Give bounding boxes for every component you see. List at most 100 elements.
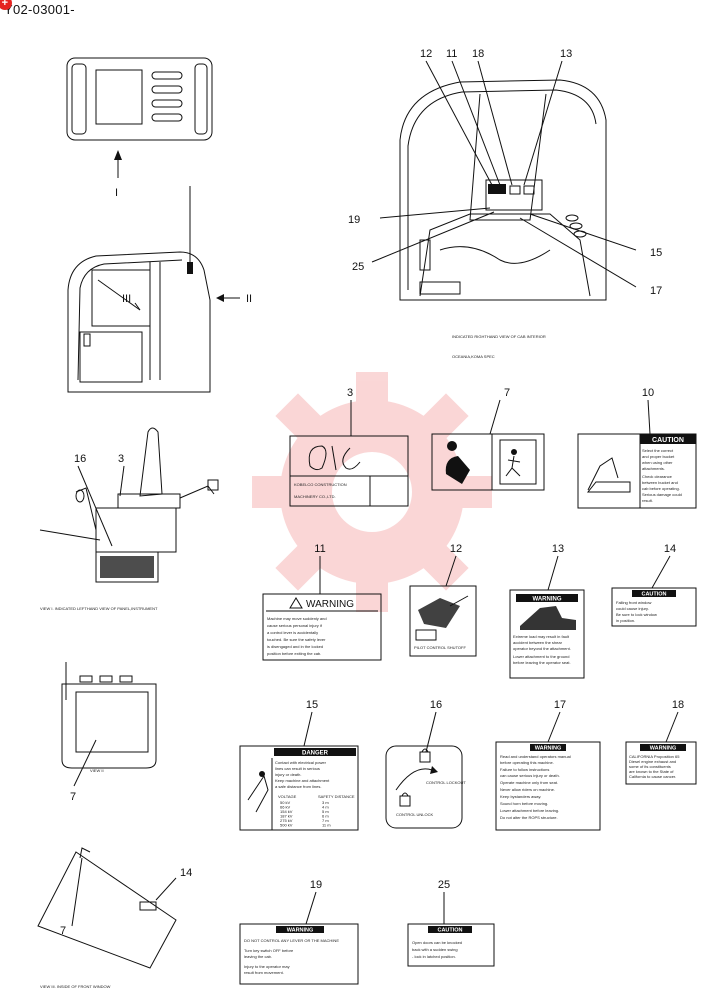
drawing-code: +Y02-03001- [0,0,75,17]
svg-text:19: 19 [310,879,322,891]
svg-text:back with a sudden swing: back with a sudden swing [412,947,458,952]
svg-text:16: 16 [430,699,442,711]
svg-text:injury or death.: injury or death. [275,772,301,777]
svg-text:Lower attachment before leavin: Lower attachment before leaving. [500,808,559,813]
svg-text:7: 7 [504,387,510,399]
svg-text:KOBELCO CONSTRUCTION: KOBELCO CONSTRUCTION [294,482,347,487]
svg-text:III: III [122,293,131,305]
label-13-warning: 13 WARNING Extreme load may result in fa… [509,543,585,679]
svg-text:DANGER: DANGER [302,751,329,757]
svg-text:Lower attachment to the ground: Lower attachment to the ground [513,654,569,659]
badge-icon: + [0,0,12,10]
distance-cell: 5 m [322,809,329,814]
label-12-pilot-shutoff: 12 PILOT CONTROL SHUTOFF [409,543,477,657]
label-16-control-lockout: 16 CONTROL LOCKOUT CONTROL UNLOCK [385,699,466,829]
svg-text:7: 7 [70,791,76,803]
svg-text:25: 25 [438,879,450,891]
svg-text:touched. Be sure the safety le: touched. Be sure the safety lever [267,637,326,642]
svg-text:Turn key switch OFF before: Turn key switch OFF before [244,948,294,953]
svg-text:a safe distance from lines.: a safe distance from lines. [275,784,321,789]
view-ii-window: 7 VIEW II [61,662,157,803]
watermark-gear-icon [252,372,492,612]
label-11-warning: 11 WARNING Machine may move suddenly and… [262,543,382,661]
svg-text:Contact with electrical power: Contact with electrical power [275,760,327,765]
svg-text:7: 7 [60,925,66,937]
view-i-seat-panel: 16 3 VIEW I. INDICATED LEFTHAND VIEW OF … [39,427,219,611]
svg-text:CALIFORNIA Proposition 65: CALIFORNIA Proposition 65 [629,754,680,759]
svg-text:Open doors can be knocked: Open doors can be knocked [412,940,462,945]
svg-text:18: 18 [472,48,484,60]
cab-side-view: III II [67,186,252,393]
svg-text:result from movement.: result from movement. [244,970,284,975]
label-18-warning: 18 WARNING CALIFORNIA Proposition 65 Die… [625,699,697,785]
svg-text:WARNING: WARNING [535,746,562,752]
svg-text:CAUTION: CAUTION [437,928,462,934]
svg-text:Extreme load may result in fau: Extreme load may result in fault [513,634,570,639]
svg-text:CONTROL LOCKOUT: CONTROL LOCKOUT [426,780,466,785]
svg-text:3: 3 [347,387,353,399]
svg-text:- lock in latched position.: - lock in latched position. [412,954,456,959]
svg-text:VIEW I. INDICATED LEFTHAND VIE: VIEW I. INDICATED LEFTHAND VIEW OF PANEL… [40,606,158,611]
svg-text:can cause serious injury or de: can cause serious injury or death. [500,773,560,778]
svg-text:some of its constituents: some of its constituents [629,764,671,769]
svg-text:Failure to follow instructions: Failure to follow instructions [500,767,549,772]
label-19-warning: 19 WARNING DO NOT CONTROL ANY LEVER OR T… [239,879,359,985]
distance-cell: 7 m [322,818,329,823]
voltage-cell: 50 kV [280,800,291,805]
svg-text:is disengaged and in the locke: is disengaged and in the locked [267,644,323,649]
svg-text:California to cause cancer.: California to cause cancer. [629,774,676,779]
svg-text:CONTROL UNLOCK: CONTROL UNLOCK [396,812,434,817]
label-10-caution: 10 CAUTION Select the correct and proper… [577,387,697,509]
svg-text:13: 13 [560,48,572,60]
svg-text:12: 12 [420,48,432,60]
voltage-cell: 187 kV [280,814,293,819]
label-25-caution: 25 CAUTION Open doors can be knocked bac… [407,879,495,967]
svg-text:25: 25 [352,261,364,273]
svg-text:10: 10 [642,387,654,399]
svg-text:could cause injury.: could cause injury. [616,606,649,611]
svg-text:leaving the cab.: leaving the cab. [244,954,272,959]
svg-text:when using other: when using other [642,460,673,465]
svg-text:I: I [115,187,118,199]
svg-text:SAFETY DISTANCE: SAFETY DISTANCE [318,794,355,799]
svg-text:14: 14 [664,543,676,555]
svg-text:Be sure to lock window: Be sure to lock window [616,612,657,617]
distance-cell: 11 m [322,823,331,828]
svg-text:18: 18 [672,699,684,711]
svg-text:MACHINERY CO.,LTD.: MACHINERY CO.,LTD. [294,494,336,499]
svg-text:16: 16 [74,453,86,465]
svg-text:DO NOT CONTROL ANY LEVER OR TH: DO NOT CONTROL ANY LEVER OR THE MACHINE [244,938,339,943]
svg-text:result.: result. [642,498,653,503]
svg-text:Falling front window: Falling front window [616,600,651,605]
label-15-danger: 15 DANGER Contact with electrical power … [239,699,359,831]
svg-text:15: 15 [306,699,318,711]
svg-text:3: 3 [118,453,124,465]
svg-text:INDICATED RIGHTHAND VIEW OF CA: INDICATED RIGHTHAND VIEW OF CAB INTERIOR [452,334,546,339]
svg-text:WARNING: WARNING [306,599,354,610]
svg-text:Injury to the operator may: Injury to the operator may [244,964,290,969]
svg-text:PILOT CONTROL SHUTOFF: PILOT CONTROL SHUTOFF [414,645,466,650]
distance-cell: 4 m [322,805,329,810]
svg-text:and proper bucket: and proper bucket [642,454,675,459]
svg-text:Never allow riders on machine.: Never allow riders on machine. [500,787,555,792]
svg-text:position before exiting the ca: position before exiting the cab. [267,651,321,656]
svg-text:cause serious personal injury: cause serious personal injury if [267,623,323,628]
label-14-caution: 14 CAUTION Falling front window could ca… [611,543,697,627]
voltage-cell: 66 kV [280,805,291,810]
label-10-body: Select the correct and proper bucket whe… [642,448,682,503]
svg-text:accident between the shear: accident between the shear [513,640,563,645]
voltage-cell: 500 kV [280,823,293,828]
cab-interior-view: 12 11 18 13 19 25 15 17 INDICATED RIGHTH… [348,48,662,359]
svg-text:19: 19 [348,214,360,226]
svg-text:before operating this machine.: before operating this machine. [500,760,554,765]
view-i-arrow: I [114,150,122,199]
voltage-cell: 154 kV [280,809,293,814]
svg-text:15: 15 [650,247,662,259]
svg-text:Keep bystanders away.: Keep bystanders away. [500,794,541,799]
svg-text:VIEW III. INSIDE OF FRONT WIND: VIEW III. INSIDE OF FRONT WINDOW [40,984,111,989]
label-3-nameplate: 3 KOBELCO CONSTRUCTION MACHINERY CO.,LTD… [289,387,409,507]
svg-text:Diesel engine exhaust and: Diesel engine exhaust and [629,759,676,764]
svg-text:11: 11 [446,48,457,60]
svg-text:Sound horn before moving.: Sound horn before moving. [500,801,548,806]
